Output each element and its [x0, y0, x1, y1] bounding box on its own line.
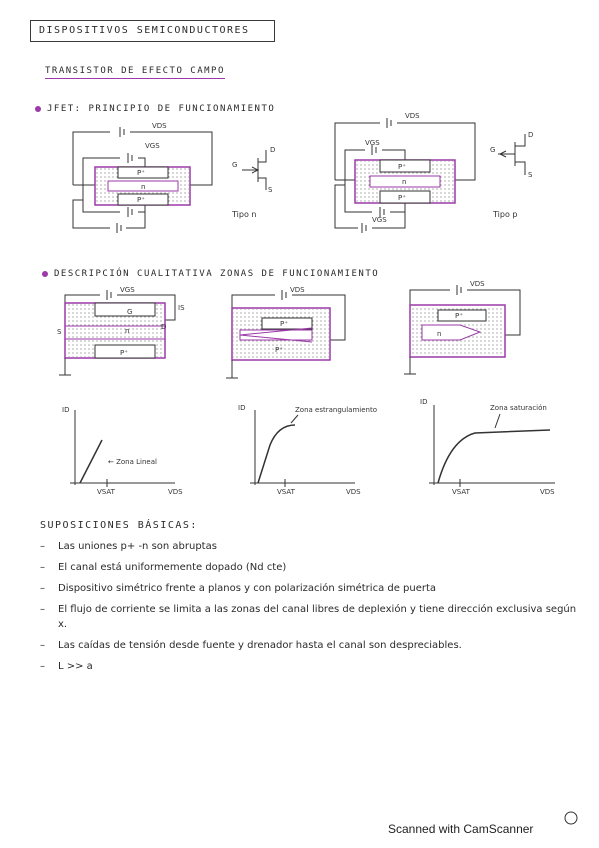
- list-item: –El flujo de corriente se limita a las z…: [40, 602, 580, 632]
- zone-diagram-pinch: [226, 290, 346, 379]
- p-plus-label: P⁺: [398, 194, 406, 202]
- zone-diagram-saturation: [404, 285, 521, 375]
- vds-axis-label: VDS: [540, 488, 555, 496]
- p-plus-label: P⁺: [398, 163, 406, 171]
- vds-label: VDS: [470, 280, 485, 288]
- jfet-p-symbol: [498, 134, 526, 175]
- id-axis-label: ID: [62, 406, 69, 414]
- s-label: S: [528, 171, 533, 179]
- g-label: G: [127, 308, 132, 316]
- section-description: DESCRIPCIÓN CUALITATIVA ZONAS DE FUNCION…: [42, 269, 379, 279]
- id-axis-label: ID: [238, 404, 245, 412]
- suppositions-list: SUPOSICIONES BÁSICAS: –Las uniones p+ -n…: [40, 520, 580, 680]
- s-label: S: [268, 186, 273, 194]
- list-item-text: L >> a: [58, 661, 93, 672]
- vsat-label: VSAT: [277, 488, 296, 496]
- vds-axis-label: VDS: [168, 488, 183, 496]
- vds-label: VDS: [405, 112, 420, 120]
- section-jfet: JFET: PRINCIPIO DE FUNCIONAMIENTO: [35, 104, 275, 114]
- d-label: D: [161, 323, 166, 331]
- vgs-label: VGS: [120, 286, 135, 294]
- p-plus-label: P⁺: [137, 169, 145, 177]
- section-jfet-label: JFET: PRINCIPIO DE FUNCIONAMIENTO: [47, 104, 276, 114]
- section-description-label: DESCRIPCIÓN CUALITATIVA ZONAS DE FUNCION…: [54, 269, 380, 279]
- page-number-icon: [564, 811, 578, 825]
- bullet-icon: [35, 105, 41, 112]
- list-item: –El canal está uniformemente dopado (Nd …: [40, 562, 287, 573]
- vds-label: VDS: [152, 122, 167, 130]
- list-item-text: El flujo de corriente se limita a las zo…: [58, 604, 577, 630]
- graph-linear: [70, 410, 175, 487]
- d-label: D: [528, 131, 533, 139]
- list-item-text: Las caídas de tensión desde fuente y dre…: [58, 640, 462, 651]
- jfet-n-symbol: [242, 150, 267, 190]
- vgs-label: VGS: [365, 139, 380, 147]
- is-label: IS: [178, 304, 185, 312]
- page-subtitle: TRANSISTOR DE EFECTO CAMPO: [45, 66, 225, 79]
- id-axis-label: ID: [420, 398, 427, 406]
- jfet-n-circuit: [72, 127, 213, 233]
- g-label: G: [490, 146, 495, 154]
- n-label: n: [125, 327, 129, 335]
- tipo-p-label: Tipo p: [492, 210, 517, 219]
- zona-estrangulamiento-label: Zona estrangulamiento: [295, 406, 377, 414]
- vgs-label: VGS: [372, 216, 387, 224]
- bullet-icon: [42, 270, 48, 277]
- vsat-label: VSAT: [97, 488, 116, 496]
- list-item-text: Las uniones p+ -n son abruptas: [58, 541, 217, 552]
- list-item: –Las uniones p+ -n son abruptas: [40, 541, 217, 552]
- vds-label: VDS: [290, 286, 305, 294]
- d-label: D: [270, 146, 275, 154]
- scanner-watermark: Scanned with CamScanner: [388, 822, 534, 836]
- s-label: S: [57, 328, 62, 336]
- list-item: –Las caídas de tensión desde fuente y dr…: [40, 640, 462, 651]
- vgs-label: VGS: [145, 142, 160, 150]
- vsat-label: VSAT: [452, 488, 471, 496]
- graph-saturation: [429, 405, 555, 487]
- n-label: n: [141, 183, 145, 191]
- p-plus-label: P⁺: [280, 320, 288, 328]
- zona-lineal-label: ← Zona Lineal: [108, 458, 157, 466]
- zone-diagram-linear: [59, 290, 176, 376]
- list-item-text: El canal está uniformemente dopado (Nd c…: [58, 562, 287, 573]
- graph-pinch: [250, 410, 355, 487]
- p-plus-label: P⁺: [455, 312, 463, 320]
- p-plus-label: P⁺: [137, 196, 145, 204]
- n-label: n: [437, 330, 441, 338]
- p-plus-label: P⁺: [275, 346, 283, 354]
- list-item: –Dispositivo simétrico frente a planos y…: [40, 583, 437, 594]
- p-plus-label: P⁺: [120, 349, 128, 357]
- suppositions-title: SUPOSICIONES BÁSICAS:: [40, 520, 198, 531]
- zona-saturacion-label: Zona saturación: [490, 404, 547, 412]
- vds-axis-label: VDS: [346, 488, 361, 496]
- g-label: G: [232, 161, 237, 169]
- page-title: DISPOSITIVOS SEMICONDUCTORES: [30, 20, 275, 42]
- tipo-n-label: Tipo n: [231, 210, 256, 219]
- n-label: n: [402, 178, 406, 186]
- list-item: –L >> a: [40, 661, 93, 672]
- jfet-p-circuit: [334, 118, 476, 233]
- list-item-text: Dispositivo simétrico frente a planos y …: [58, 583, 437, 594]
